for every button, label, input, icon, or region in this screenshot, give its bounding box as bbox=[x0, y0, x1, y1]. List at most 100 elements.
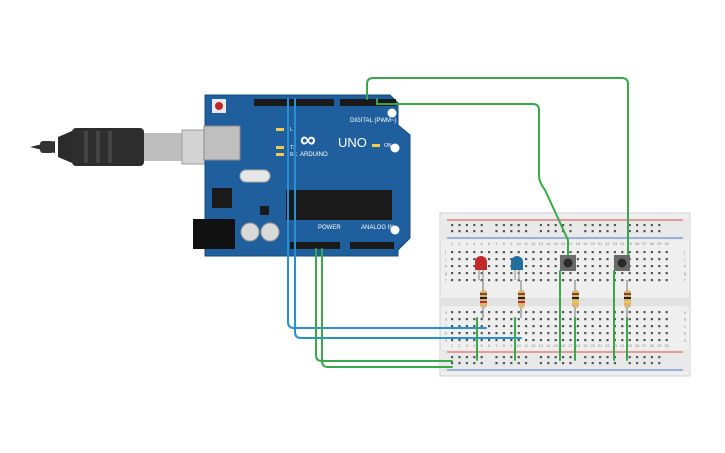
breadboard-hole[interactable] bbox=[591, 258, 594, 261]
breadboard-hole[interactable] bbox=[488, 258, 491, 261]
breadboard-hole[interactable] bbox=[562, 325, 565, 328]
breadboard-hole[interactable] bbox=[599, 339, 602, 342]
breadboard-hole[interactable] bbox=[473, 265, 476, 268]
breadboard-hole[interactable] bbox=[606, 251, 609, 254]
rail-hole[interactable] bbox=[606, 362, 609, 365]
wire-blue-pin-to-led1[interactable] bbox=[287, 98, 487, 329]
breadboard-hole[interactable] bbox=[517, 311, 520, 314]
rail-hole[interactable] bbox=[473, 224, 476, 227]
breadboard-hole[interactable] bbox=[488, 279, 491, 282]
rail-hole[interactable] bbox=[539, 362, 542, 365]
breadboard-hole[interactable] bbox=[650, 325, 653, 328]
breadboard-hole[interactable] bbox=[532, 258, 535, 261]
breadboard-hole[interactable] bbox=[621, 325, 624, 328]
breadboard-hole[interactable] bbox=[510, 258, 513, 261]
breadboard-hole[interactable] bbox=[606, 265, 609, 268]
rail-hole[interactable] bbox=[569, 362, 572, 365]
breadboard-hole[interactable] bbox=[465, 325, 468, 328]
breadboard-hole[interactable] bbox=[488, 251, 491, 254]
breadboard-hole[interactable] bbox=[658, 332, 661, 335]
rail-hole[interactable] bbox=[584, 230, 587, 233]
breadboard-hole[interactable] bbox=[562, 339, 565, 342]
rail-hole[interactable] bbox=[525, 356, 528, 359]
breadboard-hole[interactable] bbox=[628, 311, 631, 314]
rail-hole[interactable] bbox=[495, 224, 498, 227]
breadboard-hole[interactable] bbox=[502, 265, 505, 268]
breadboard-hole[interactable] bbox=[599, 272, 602, 275]
breadboard-hole[interactable] bbox=[576, 251, 579, 254]
breadboard-hole[interactable] bbox=[569, 325, 572, 328]
rail-hole[interactable] bbox=[525, 224, 528, 227]
breadboard-hole[interactable] bbox=[554, 279, 557, 282]
breadboard-hole[interactable] bbox=[554, 339, 557, 342]
breadboard-hole[interactable] bbox=[628, 251, 631, 254]
rail-hole[interactable] bbox=[502, 356, 505, 359]
breadboard-hole[interactable] bbox=[643, 265, 646, 268]
breadboard-hole[interactable] bbox=[458, 339, 461, 342]
rail-hole[interactable] bbox=[480, 356, 483, 359]
breadboard-hole[interactable] bbox=[488, 311, 491, 314]
breadboard-hole[interactable] bbox=[650, 311, 653, 314]
rail-hole[interactable] bbox=[628, 356, 631, 359]
breadboard-hole[interactable] bbox=[473, 318, 476, 321]
rail-hole[interactable] bbox=[569, 224, 572, 227]
breadboard-hole[interactable] bbox=[584, 325, 587, 328]
breadboard-hole[interactable] bbox=[643, 325, 646, 328]
rail-hole[interactable] bbox=[473, 230, 476, 233]
breadboard-hole[interactable] bbox=[643, 311, 646, 314]
breadboard-hole[interactable] bbox=[643, 258, 646, 261]
breadboard-hole[interactable] bbox=[554, 332, 557, 335]
rail-hole[interactable] bbox=[458, 362, 461, 365]
rail-hole[interactable] bbox=[613, 362, 616, 365]
breadboard-hole[interactable] bbox=[569, 339, 572, 342]
breadboard-hole[interactable] bbox=[621, 272, 624, 275]
breadboard-hole[interactable] bbox=[591, 265, 594, 268]
rail-hole[interactable] bbox=[510, 362, 513, 365]
rail-hole[interactable] bbox=[539, 230, 542, 233]
breadboard-hole[interactable] bbox=[584, 265, 587, 268]
breadboard-hole[interactable] bbox=[510, 279, 513, 282]
breadboard-hole[interactable] bbox=[451, 318, 454, 321]
breadboard-hole[interactable] bbox=[584, 318, 587, 321]
breadboard-hole[interactable] bbox=[584, 251, 587, 254]
breadboard-hole[interactable] bbox=[606, 279, 609, 282]
rail-hole[interactable] bbox=[569, 230, 572, 233]
wire-green-gnd-to-rail[interactable] bbox=[321, 248, 453, 368]
rail-hole[interactable] bbox=[554, 230, 557, 233]
breadboard-hole[interactable] bbox=[458, 332, 461, 335]
breadboard-hole[interactable] bbox=[525, 272, 528, 275]
rail-hole[interactable] bbox=[510, 224, 513, 227]
breadboard-hole[interactable] bbox=[599, 332, 602, 335]
breadboard-hole[interactable] bbox=[502, 318, 505, 321]
rail-hole[interactable] bbox=[562, 362, 565, 365]
breadboard-hole[interactable] bbox=[473, 339, 476, 342]
breadboard-hole[interactable] bbox=[539, 311, 542, 314]
breadboard-hole[interactable] bbox=[480, 325, 483, 328]
breadboard-hole[interactable] bbox=[495, 258, 498, 261]
breadboard-hole[interactable] bbox=[495, 339, 498, 342]
breadboard-hole[interactable] bbox=[636, 258, 639, 261]
rail-hole[interactable] bbox=[547, 230, 550, 233]
rail-hole[interactable] bbox=[458, 224, 461, 227]
breadboard-hole[interactable] bbox=[576, 272, 579, 275]
breadboard-hole[interactable] bbox=[539, 332, 542, 335]
breadboard-hole[interactable] bbox=[547, 272, 550, 275]
wire-green-digital-to-button2[interactable] bbox=[366, 77, 629, 256]
breadboard-hole[interactable] bbox=[562, 272, 565, 275]
rail-hole[interactable] bbox=[451, 362, 454, 365]
breadboard-hole[interactable] bbox=[488, 339, 491, 342]
breadboard-hole[interactable] bbox=[650, 279, 653, 282]
breadboard-hole[interactable] bbox=[650, 272, 653, 275]
breadboard-hole[interactable] bbox=[510, 311, 513, 314]
breadboard-hole[interactable] bbox=[658, 311, 661, 314]
breadboard-hole[interactable] bbox=[643, 272, 646, 275]
breadboard-hole[interactable] bbox=[458, 311, 461, 314]
breadboard-hole[interactable] bbox=[576, 332, 579, 335]
breadboard-hole[interactable] bbox=[658, 258, 661, 261]
breadboard-hole[interactable] bbox=[547, 318, 550, 321]
breadboard-hole[interactable] bbox=[643, 339, 646, 342]
breadboard-hole[interactable] bbox=[621, 339, 624, 342]
breadboard-hole[interactable] bbox=[458, 251, 461, 254]
breadboard-hole[interactable] bbox=[495, 272, 498, 275]
breadboard-hole[interactable] bbox=[458, 272, 461, 275]
